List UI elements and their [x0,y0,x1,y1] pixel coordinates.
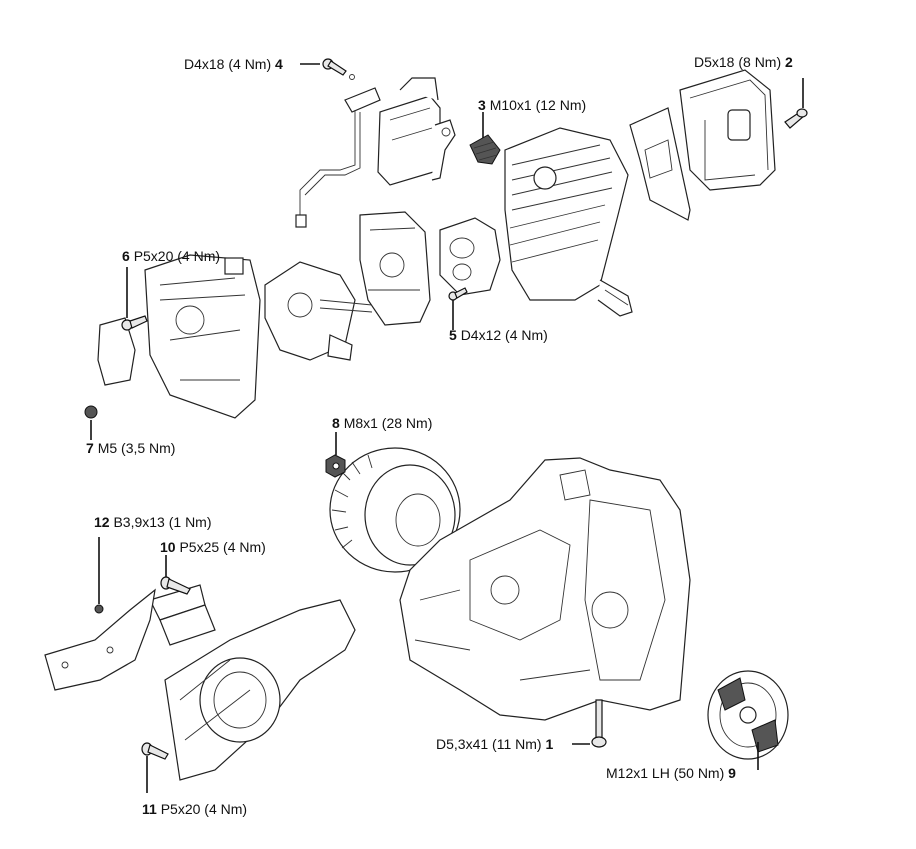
screw-12-icon [94,604,104,614]
callout-number: 2 [785,54,793,70]
muffler [679,69,776,191]
callout-number: 7 [86,440,94,456]
callout-spec: P5x20 (4 Nm) [160,801,248,817]
screw-2-icon [784,108,808,129]
callout-spec: M10x1 (12 Nm) [489,97,587,113]
callout-12: 12 B3,9x13 (1 Nm) [94,514,212,530]
callout-number: 11 [142,801,157,817]
callout-number: 9 [728,765,736,781]
shroud [359,211,431,326]
screw-10-icon [160,576,191,595]
crankcase [399,457,691,721]
callout-number: 12 [94,514,110,530]
callout-number: 6 [122,248,130,264]
callout-8: 8 M8x1 (28 Nm) [332,415,432,431]
callout-spec: P5x25 (4 Nm) [179,539,266,555]
callout-spec: M12x1 LH (50 Nm) [606,765,725,781]
callout-spec: D5x18 (8 Nm) [694,54,782,70]
callout-spec: D5,3x41 (11 Nm) [436,736,542,752]
screw-6-icon [121,315,148,331]
muffler-gasket [629,107,691,221]
callout-spec: D4x12 (4 Nm) [460,327,548,343]
callout-spec: M8x1 (28 Nm) [343,415,433,431]
callout-number: 8 [332,415,340,431]
callout-spec: B3,9x13 (1 Nm) [113,514,212,530]
clutch [707,670,789,760]
callout-number: 5 [449,327,457,343]
screw-11-icon [141,742,169,760]
ignition-module [295,77,456,228]
callout-5: 5 D4x12 (4 Nm) [449,327,548,343]
callout-number: 4 [275,56,283,72]
starter-cover [149,584,356,781]
callout-2: D5x18 (8 Nm) 2 [694,54,793,70]
callout-3: 3 M10x1 (12 Nm) [478,97,586,113]
cylinder [504,127,633,317]
nut-7-icon [84,405,98,419]
callout-7: 7 M5 (3,5 Nm) [86,440,175,456]
callout-number: 1 [545,736,554,752]
callout-10: 10 P5x25 (4 Nm) [160,539,266,555]
callout-spec: M5 (3,5 Nm) [97,440,176,456]
callout-1: D5,3x41 (11 Nm) 1 [436,736,553,752]
callout-4: D4x18 (4 Nm) 4 [184,56,283,72]
callout-11: 11 P5x20 (4 Nm) [142,801,247,817]
screw-1-icon [591,699,607,748]
flywheel [329,447,461,573]
intake-manifold [439,217,501,296]
screw-4-icon [322,58,355,80]
nut-8-icon [325,454,346,478]
air-filter-base [97,254,261,419]
carburetor [264,261,373,361]
callout-9: M12x1 LH (50 Nm) 9 [606,765,736,781]
chain-guard-plate [44,588,156,691]
callout-6: 6 P5x20 (4 Nm) [122,248,220,264]
callout-spec: D4x18 (4 Nm) [184,56,272,72]
spark-plug-icon [469,134,501,165]
callout-number: 3 [478,97,486,113]
callout-spec: P5x20 (4 Nm) [133,248,221,264]
callout-number: 10 [160,539,176,555]
